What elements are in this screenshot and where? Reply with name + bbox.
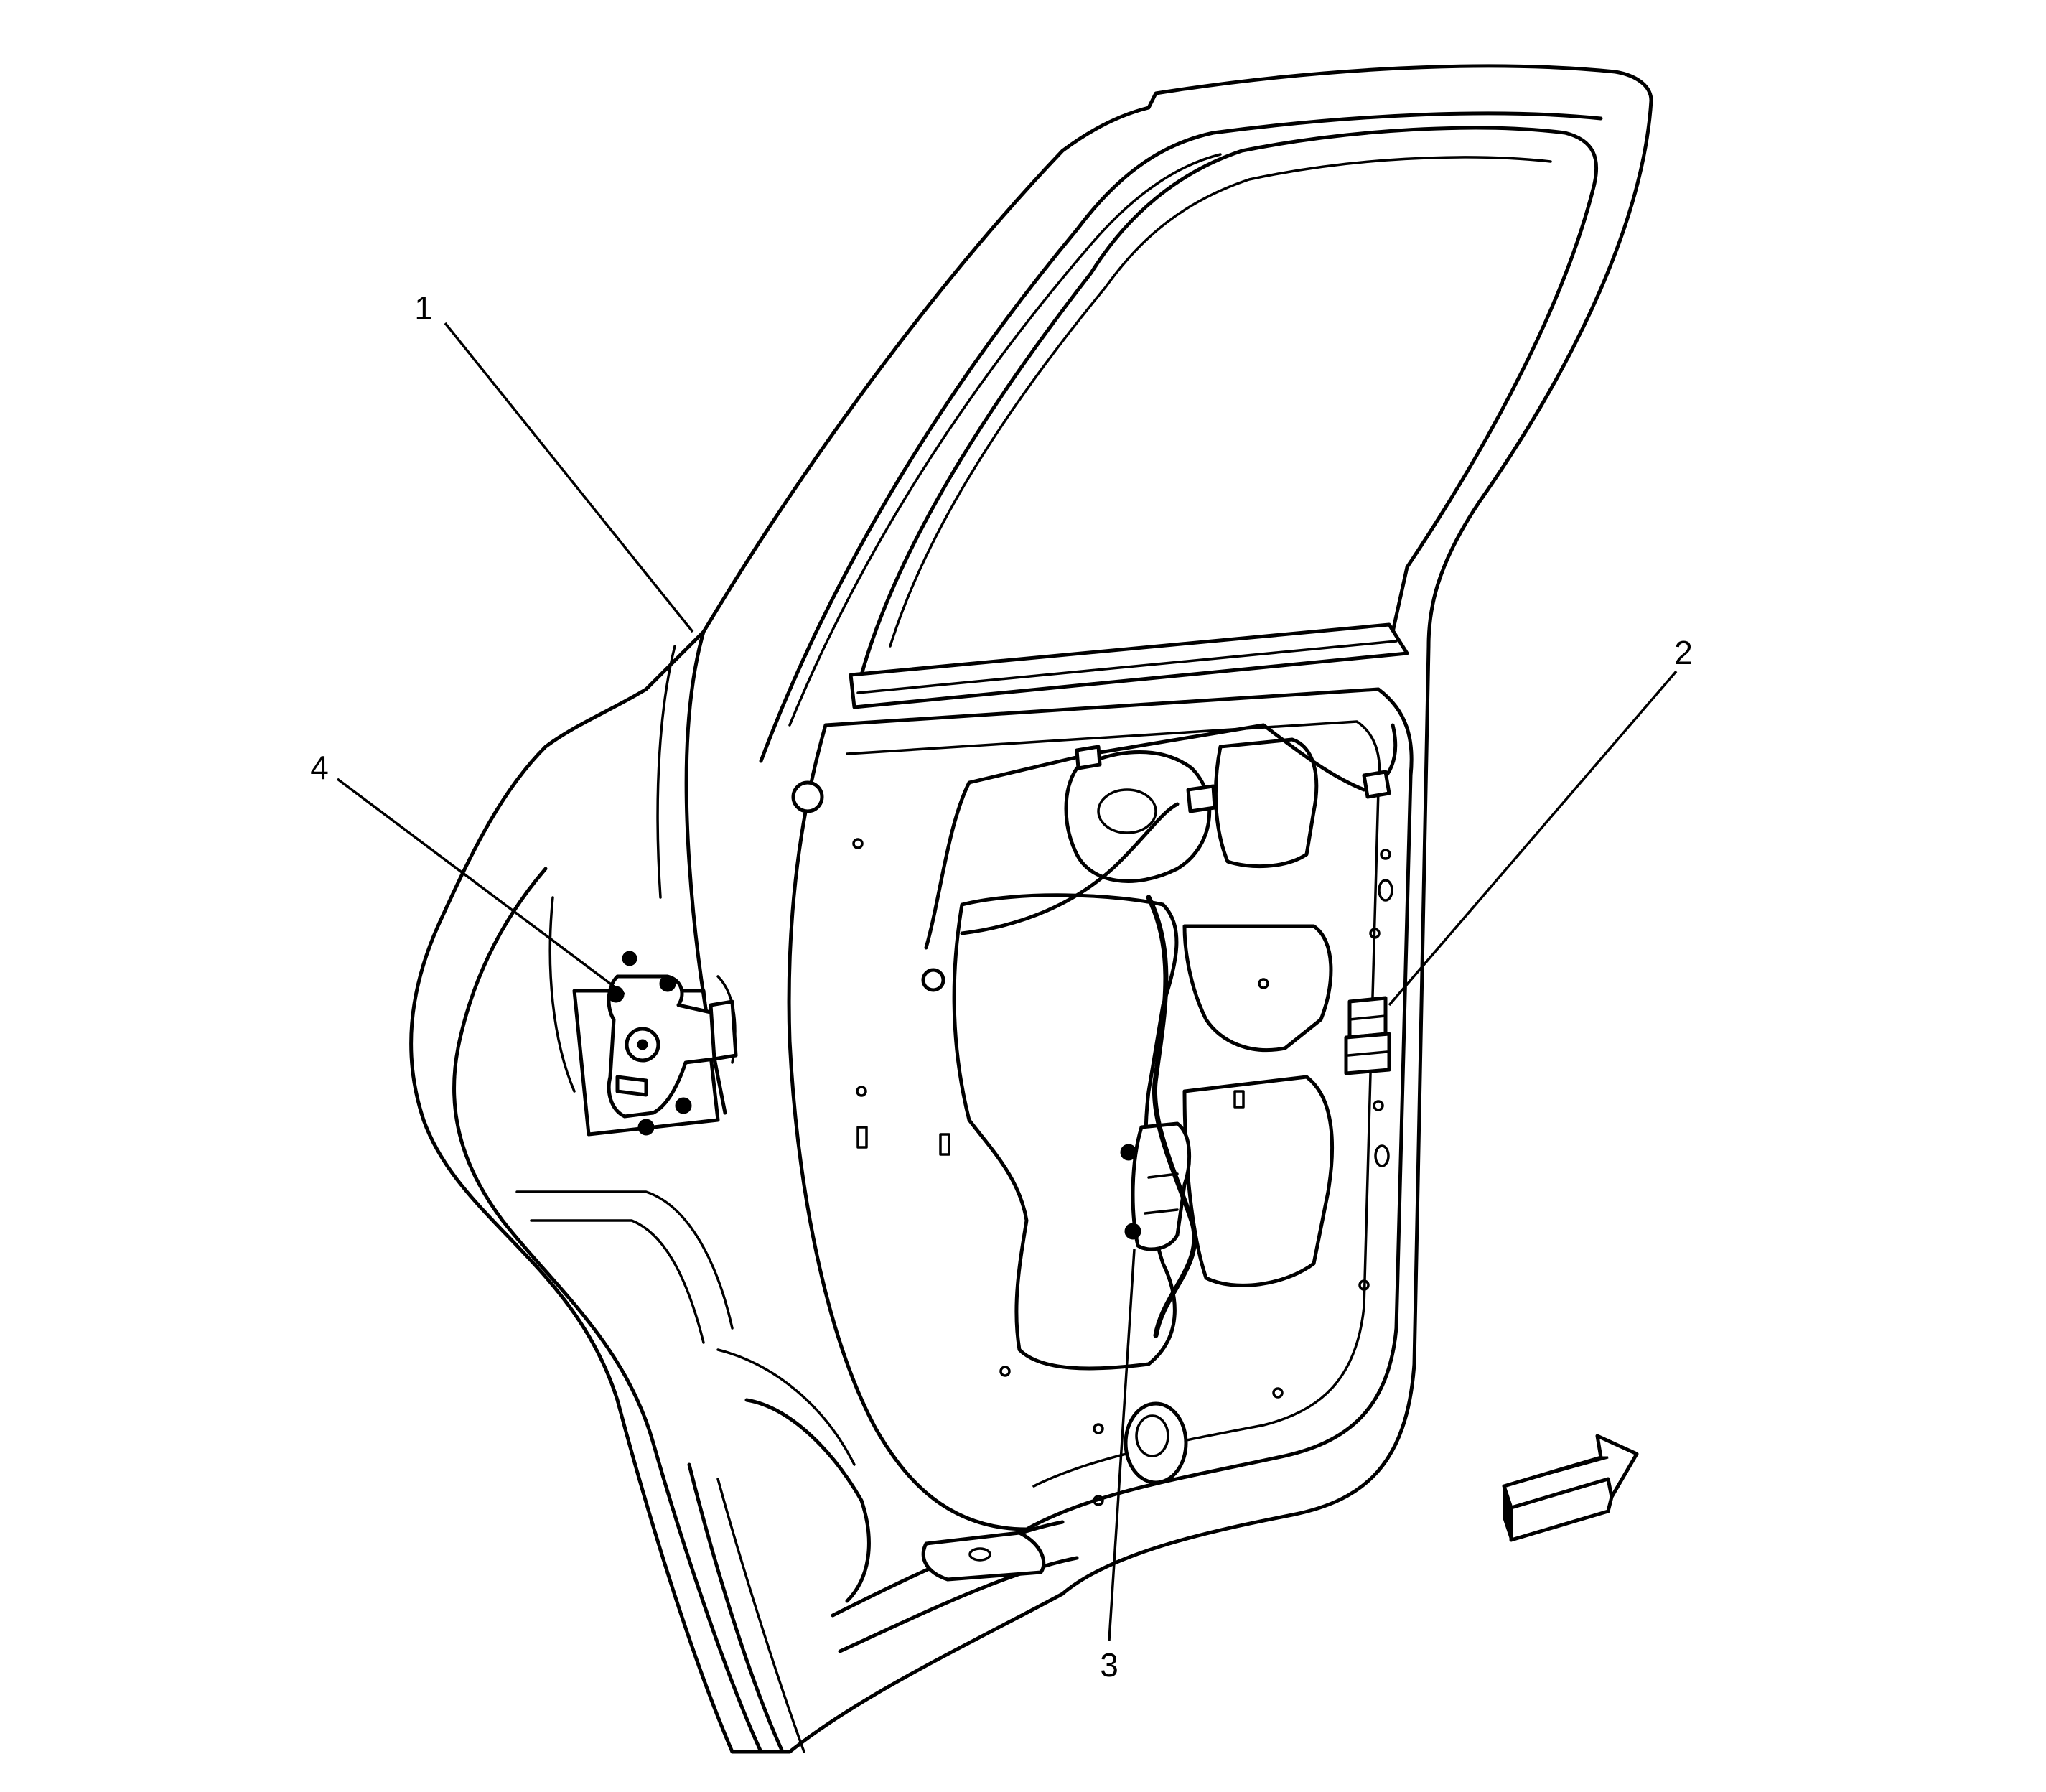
callout-2: 2 <box>1674 634 1693 671</box>
arrow-right-icon <box>1502 1434 1639 1542</box>
door-sill <box>515 1190 1079 1653</box>
inner-panel <box>787 687 1414 1531</box>
callout-1: 1 <box>414 289 433 327</box>
callout-labels: 1 2 3 4 <box>310 289 1693 1684</box>
callout-4: 4 <box>310 749 329 786</box>
callout-leaders <box>336 322 1678 1641</box>
callout-3: 3 <box>1100 1646 1118 1684</box>
door-lock-actuator <box>1120 1121 1192 1251</box>
window-switch-connector <box>1344 996 1391 1075</box>
door-hinge <box>607 951 738 1136</box>
wiring-harness <box>924 723 1398 1338</box>
window-opening <box>849 126 1599 709</box>
